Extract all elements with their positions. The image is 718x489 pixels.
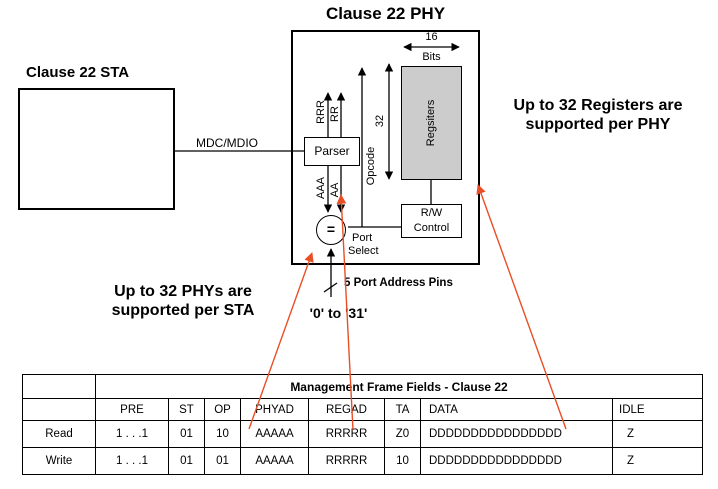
opcode-label: Opcode: [365, 146, 377, 186]
table-cell: 1 . . .1: [95, 447, 169, 475]
comparator-circle: =: [316, 215, 346, 245]
table-header-row: PRE ST OP PHYAD REGAD TA DATA IDLE: [22, 398, 704, 421]
register-count-label: 32: [374, 114, 386, 128]
phy-title: Clause 22 PHY: [325, 4, 446, 23]
rw-control-line2: Control: [413, 222, 450, 234]
phys-note-line1: Up to 32 PHYs are: [114, 283, 252, 300]
row-label-cell: Write: [22, 447, 96, 475]
table-header-cell: PRE: [95, 398, 169, 421]
table-cell: Z: [611, 447, 704, 475]
table-cell: 10: [204, 420, 241, 448]
table-cell: 10: [384, 447, 421, 475]
rw-control-box: R/W Control: [401, 204, 462, 238]
table-cell: AAAAA: [240, 447, 309, 475]
table-cell: 1 . . .1: [95, 420, 169, 448]
table-cell: DDDDDDDDDDDDDDDD: [420, 420, 613, 448]
reg-addr-bits-label-1: RRR: [315, 100, 327, 124]
address-range-label: '0' to '31': [309, 305, 368, 321]
sta-title: Clause 22 STA: [26, 64, 130, 81]
table-header-cell: [22, 398, 96, 421]
table-cell: 01: [204, 447, 241, 475]
table-cell: Z: [611, 420, 704, 448]
registers-label: Regsiters: [425, 99, 437, 147]
rw-control-line1: R/W: [420, 207, 443, 219]
port-address-pins-label: 5 Port Address Pins: [344, 277, 453, 289]
registers-note: Up to 32 Registers are supported per PHY: [482, 96, 714, 134]
table-cell: 01: [168, 420, 205, 448]
frame-fields-table: Management Frame Fields - Clause 22 PRE …: [22, 374, 704, 475]
mdc-mdio-label: MDC/MDIO: [196, 136, 258, 150]
phy-addr-bits-label-1: AAA: [315, 176, 327, 200]
table-cell: 01: [168, 447, 205, 475]
table-title-row: Management Frame Fields - Clause 22: [22, 374, 704, 399]
table-row-read: Read 1 . . .1 01 10 AAAAA RRRRR Z0 DDDDD…: [22, 420, 704, 448]
sta-box: [18, 88, 175, 210]
reg-addr-bits-label-2: RR: [329, 106, 341, 122]
table-cell: RRRRR: [308, 447, 385, 475]
table-header-cell: ST: [168, 398, 205, 421]
phy-addr-bits-label-2: AA: [329, 182, 341, 198]
table-header-cell: OP: [204, 398, 241, 421]
bits-count-label: 16: [425, 31, 438, 43]
registers-box: [401, 66, 462, 180]
table-header-cell: DATA: [420, 398, 613, 421]
table-corner-cell: [22, 374, 96, 399]
table-cell: RRRRR: [308, 420, 385, 448]
table-header-cell: PHYAD: [240, 398, 309, 421]
phys-note: Up to 32 PHYs are supported per STA: [74, 282, 292, 320]
port-select-label-line2: Select: [348, 245, 379, 257]
table-cell: AAAAA: [240, 420, 309, 448]
row-label-cell: Read: [22, 420, 96, 448]
registers-note-line1: Up to 32 Registers are: [513, 97, 683, 114]
registers-note-line2: supported per PHY: [525, 116, 671, 133]
table-row-write: Write 1 . . .1 01 01 AAAAA RRRRR 10 DDDD…: [22, 447, 704, 475]
table-header-cell: REGAD: [308, 398, 385, 421]
table-cell: Z0: [384, 420, 421, 448]
table-header-cell: IDLE: [611, 398, 704, 421]
table-cell: DDDDDDDDDDDDDDDD: [420, 447, 613, 475]
phys-note-line2: supported per STA: [111, 302, 255, 319]
port-select-label-line1: Port: [352, 232, 373, 244]
table-title-cell: Management Frame Fields - Clause 22: [94, 374, 704, 399]
parser-box: Parser: [304, 137, 360, 166]
table-header-cell: TA: [384, 398, 421, 421]
phy-box: [291, 30, 480, 265]
bits-word-label: Bits: [422, 51, 441, 63]
bus-width-slash: [323, 282, 338, 293]
